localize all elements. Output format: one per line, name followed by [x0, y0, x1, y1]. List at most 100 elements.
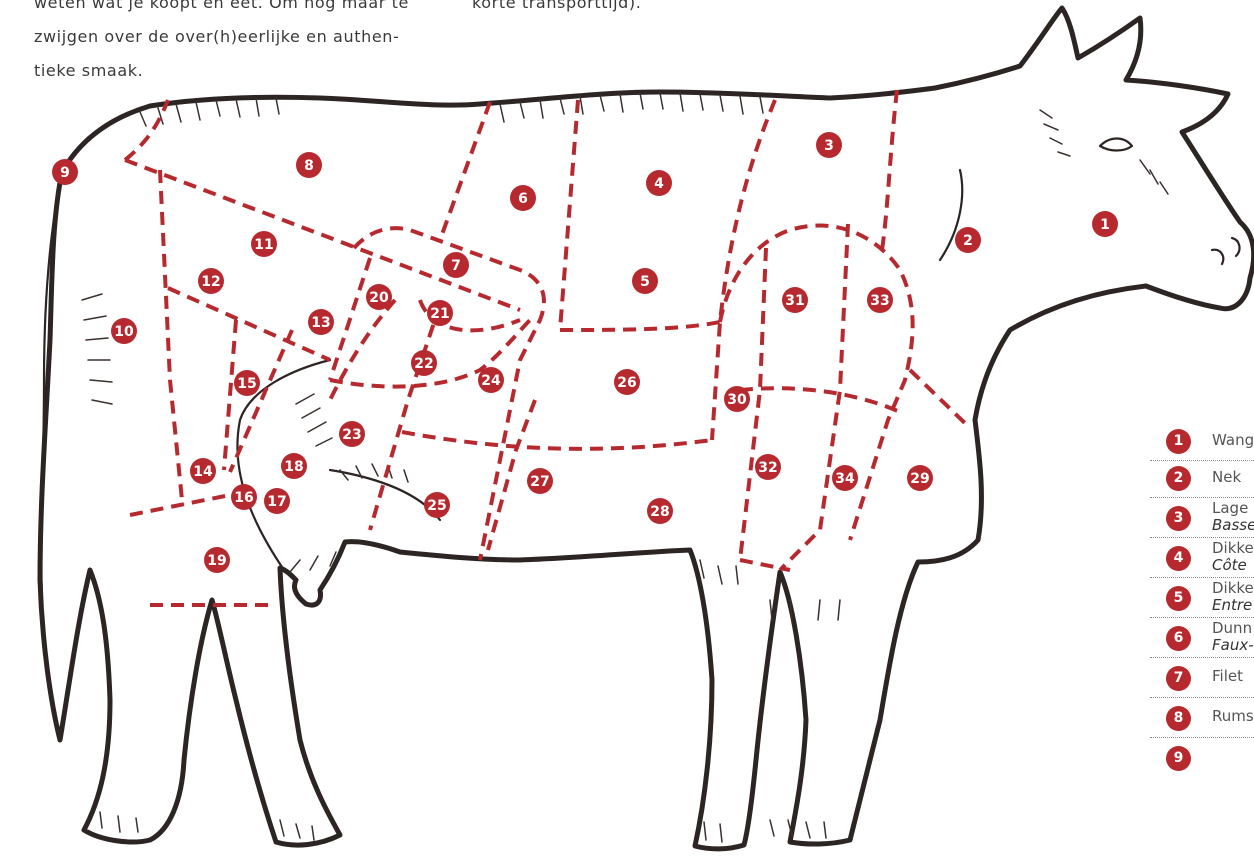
cut-marker-8: 8 — [296, 152, 322, 178]
marker-label: 14 — [193, 464, 213, 480]
legend-item: 7 Filet — [1150, 658, 1254, 698]
cut-marker-14: 14 — [190, 458, 216, 484]
cut-marker-19: 19 — [204, 547, 230, 573]
legend-number: 9 — [1166, 746, 1191, 771]
legend-number: 3 — [1166, 506, 1191, 531]
cut-marker-10: 10 — [111, 318, 137, 344]
cut-marker-24: 24 — [478, 367, 504, 393]
marker-label: 2 — [963, 233, 973, 249]
marker-label: 27 — [530, 474, 549, 490]
marker-label: 25 — [427, 498, 446, 514]
legend-name: Filet — [1212, 667, 1243, 685]
cut-marker-20: 20 — [366, 284, 392, 310]
marker-label: 22 — [414, 356, 433, 372]
legend-item: 4 Dikke Côte — [1150, 538, 1254, 578]
marker-label: 28 — [650, 504, 669, 520]
legend-name: Dunn — [1212, 619, 1252, 637]
cut-marker-11: 11 — [251, 231, 277, 257]
legend-item: 1 Wang — [1150, 424, 1254, 461]
legend-subname: Entre — [1212, 596, 1252, 614]
marker-label: 19 — [207, 553, 226, 569]
marker-label: 3 — [824, 138, 834, 154]
marker-label: 15 — [237, 376, 256, 392]
legend-name: Wang — [1212, 431, 1254, 449]
marker-label: 1 — [1100, 217, 1110, 233]
legend-name: Rums — [1212, 707, 1254, 725]
cut-marker-4: 4 — [646, 170, 672, 196]
cut-marker-22: 22 — [411, 350, 437, 376]
marker-label: 4 — [654, 176, 664, 192]
legend-number: 6 — [1166, 626, 1191, 651]
cut-marker-30: 30 — [724, 386, 750, 412]
marker-label: 33 — [870, 293, 889, 309]
marker-label: 12 — [201, 274, 220, 290]
marker-label: 11 — [254, 237, 273, 253]
cut-marker-1: 1 — [1092, 211, 1118, 237]
cut-marker-16: 16 — [231, 484, 257, 510]
marker-label: 10 — [114, 324, 134, 340]
cut-marker-5: 5 — [632, 268, 658, 294]
legend-name: Nek — [1212, 468, 1241, 486]
cut-marker-25: 25 — [424, 492, 450, 518]
marker-label: 18 — [284, 459, 303, 475]
marker-label: 6 — [518, 191, 528, 207]
cut-marker-23: 23 — [339, 421, 365, 447]
marker-label: 16 — [234, 490, 253, 506]
marker-label: 24 — [481, 373, 501, 389]
cut-marker-17: 17 — [264, 488, 290, 514]
legend-number: 4 — [1166, 546, 1191, 571]
cut-marker-7: 7 — [443, 252, 469, 278]
legend-name: Dikke — [1212, 579, 1254, 597]
legend-subname: Basse — [1212, 516, 1254, 534]
marker-label: 8 — [304, 158, 314, 174]
legend-number: 2 — [1166, 466, 1191, 491]
cut-marker-2: 2 — [955, 227, 981, 253]
cut-marker-32: 32 — [755, 454, 781, 480]
legend-number: 5 — [1166, 586, 1191, 611]
cut-marker-33: 33 — [867, 287, 893, 313]
legend-item: 6 Dunn Faux- — [1150, 618, 1254, 658]
legend-number: 8 — [1166, 706, 1191, 731]
legend-item: 2 Nek — [1150, 461, 1254, 498]
legend-name: Lage — [1212, 499, 1248, 517]
legend-subname: Côte — [1212, 556, 1247, 574]
legend-item: 9 — [1150, 738, 1254, 774]
marker-label: 21 — [430, 306, 449, 322]
cut-marker-9: 9 — [52, 159, 78, 185]
cut-marker-28: 28 — [647, 498, 673, 524]
marker-label: 26 — [617, 375, 636, 391]
legend-number: 1 — [1166, 429, 1191, 454]
cut-marker-3: 3 — [816, 132, 842, 158]
marker-label: 34 — [835, 471, 855, 487]
cut-marker-31: 31 — [782, 287, 808, 313]
cut-marker-34: 34 — [832, 465, 858, 491]
cut-marker-26: 26 — [614, 369, 640, 395]
cut-marker-13: 13 — [308, 309, 334, 335]
legend-item: 3 Lage Basse — [1150, 498, 1254, 538]
legend-item: 8 Rums — [1150, 698, 1254, 738]
marker-label: 17 — [267, 494, 286, 510]
marker-label: 9 — [60, 165, 70, 181]
marker-label: 7 — [451, 258, 461, 274]
marker-label: 20 — [369, 290, 389, 306]
marker-label: 13 — [311, 315, 330, 331]
cut-marker-15: 15 — [234, 370, 260, 396]
cut-marker-6: 6 — [510, 185, 536, 211]
legend-subname: Faux- — [1212, 636, 1254, 654]
legend-item: 5 Dikke Entre — [1150, 578, 1254, 618]
marker-label: 30 — [727, 392, 747, 408]
cut-marker-27: 27 — [527, 468, 553, 494]
legend-name: Dikke — [1212, 539, 1254, 557]
cut-legend: 1 Wang 2 Nek 3 Lage Basse 4 Dikke Côte 5… — [1150, 424, 1254, 774]
marker-label: 29 — [910, 471, 929, 487]
cut-marker-12: 12 — [198, 268, 224, 294]
cut-marker-18: 18 — [281, 453, 307, 479]
legend-number: 7 — [1166, 666, 1191, 691]
marker-label: 5 — [640, 274, 650, 290]
cow-outline — [40, 8, 1254, 849]
marker-label: 32 — [758, 460, 777, 476]
marker-label: 23 — [342, 427, 361, 443]
cut-marker-29: 29 — [907, 465, 933, 491]
cut-marker-21: 21 — [427, 300, 453, 326]
